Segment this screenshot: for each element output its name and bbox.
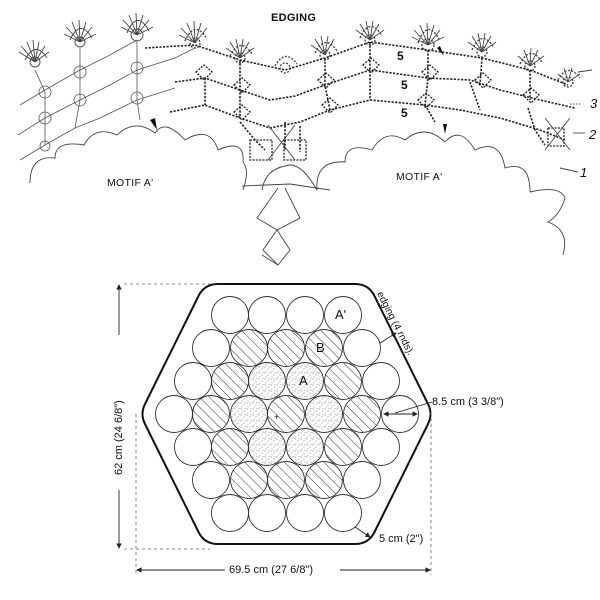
edge-margin-label: 5 cm (2") xyxy=(379,533,424,545)
round-number-3: 3 xyxy=(590,96,598,111)
mesh-left xyxy=(17,39,196,161)
join-markers xyxy=(150,46,447,134)
svg-text:+: + xyxy=(274,412,279,422)
mesh-picots xyxy=(195,57,565,161)
hexagon-outline xyxy=(141,283,432,545)
motif-label-b: B xyxy=(316,340,325,355)
motif-label-a-prime: A' xyxy=(335,307,347,322)
center-drop xyxy=(256,187,301,266)
motif-label-left: MOTIF A' xyxy=(107,177,154,189)
edging-title: EDGING xyxy=(271,12,317,24)
mesh-chain xyxy=(144,41,576,152)
motif-width-label: 8.5 cm (3 3/8") xyxy=(432,396,504,408)
motif-label-right: MOTIF A' xyxy=(396,171,443,183)
height-dimension-label: 62 cm (24 6/8") xyxy=(113,400,125,475)
motif-scallops xyxy=(29,125,566,256)
width-dimension-label: 69.5 cm (27 6/8") xyxy=(229,564,313,576)
chain-count-top: 5 xyxy=(397,49,404,63)
edging-crochet-chart xyxy=(17,12,593,266)
motif-circles xyxy=(155,296,419,532)
motif-label-a: A xyxy=(299,373,308,388)
round-number-2: 2 xyxy=(589,127,597,142)
chain-count-middle: 5 xyxy=(401,78,408,92)
round-number-1: 1 xyxy=(580,165,588,180)
chain-count-bottom: 5 xyxy=(401,106,408,120)
